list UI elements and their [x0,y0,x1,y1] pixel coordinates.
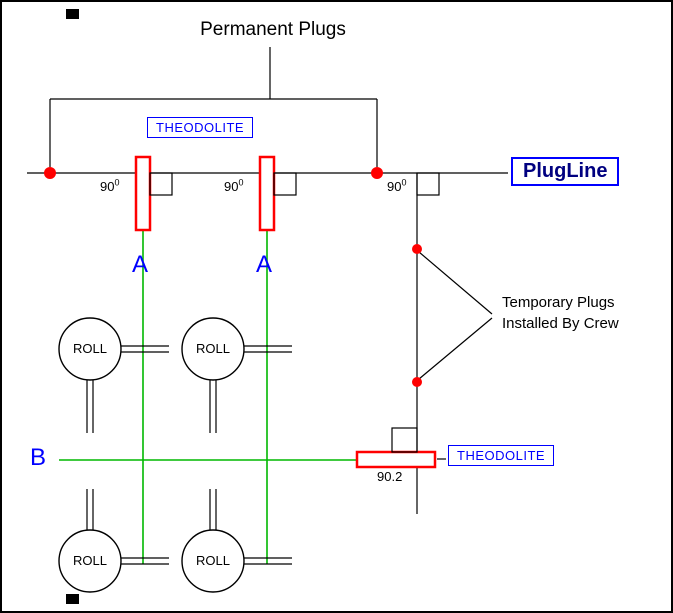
diagram-title: Permanent Plugs [200,19,346,40]
angle-value: 90 [100,179,115,194]
roll-label-top-left: ROLL [73,341,107,356]
bottom-edge-mark [66,594,79,604]
permanent-plug-dot-right [371,167,383,179]
temporary-plug-pointer-top [418,251,493,315]
roll-label-top-right: ROLL [196,341,230,356]
temporary-plugs-note: Temporary Plugs Installed By Crew [502,292,619,334]
plugline-label: PlugLine [511,157,620,186]
theodolite-label-bottom: THEODOLITE [448,445,555,466]
right-angle-square-3 [416,172,440,196]
roll-circle-top-left [58,317,122,381]
right-angle-square-2 [273,172,297,196]
right-angle-square-1 [149,172,173,196]
roll-label-bottom-left: ROLL [73,553,107,568]
angle-label-2: 900 [224,177,244,194]
right-angle-square-bottom [391,427,418,453]
temporary-plugs-note-line2: Installed By Crew [502,315,619,332]
angle-reading-label: 90.2 [377,469,403,484]
top-edge-mark [66,9,79,19]
angle-degree-sup: 0 [238,177,244,188]
temporary-plug-dot-top [412,244,422,254]
temporary-plug-dot-bottom [412,377,422,387]
permanent-plug-dot-left [44,167,56,179]
angle-value: 90 [224,179,239,194]
angle-label-3: 900 [387,177,407,194]
sightline-a-right-label: A [256,251,273,278]
theodolite-station-left [134,155,152,232]
sightline-a-left-label: A [132,251,149,278]
angle-label-1: 900 [100,177,120,194]
sightline-b-label: B [30,444,47,471]
temporary-plugs-note-line1: Temporary Plugs [502,294,615,311]
theodolite-label-top: THEODOLITE [147,117,254,138]
theodolite-station-right [258,155,276,232]
roll-circle-bottom-left [58,529,122,593]
roll-label-bottom-right: ROLL [196,553,230,568]
roll-circle-top-right [181,317,245,381]
roll-shafts [86,345,292,565]
angle-degree-sup: 0 [401,177,407,188]
angle-value: 90 [387,179,402,194]
roll-circle-bottom-right [181,529,245,593]
angle-degree-sup: 0 [114,177,120,188]
temporary-plug-pointer-bottom [418,317,493,380]
theodolite-station-bottom [355,450,437,469]
